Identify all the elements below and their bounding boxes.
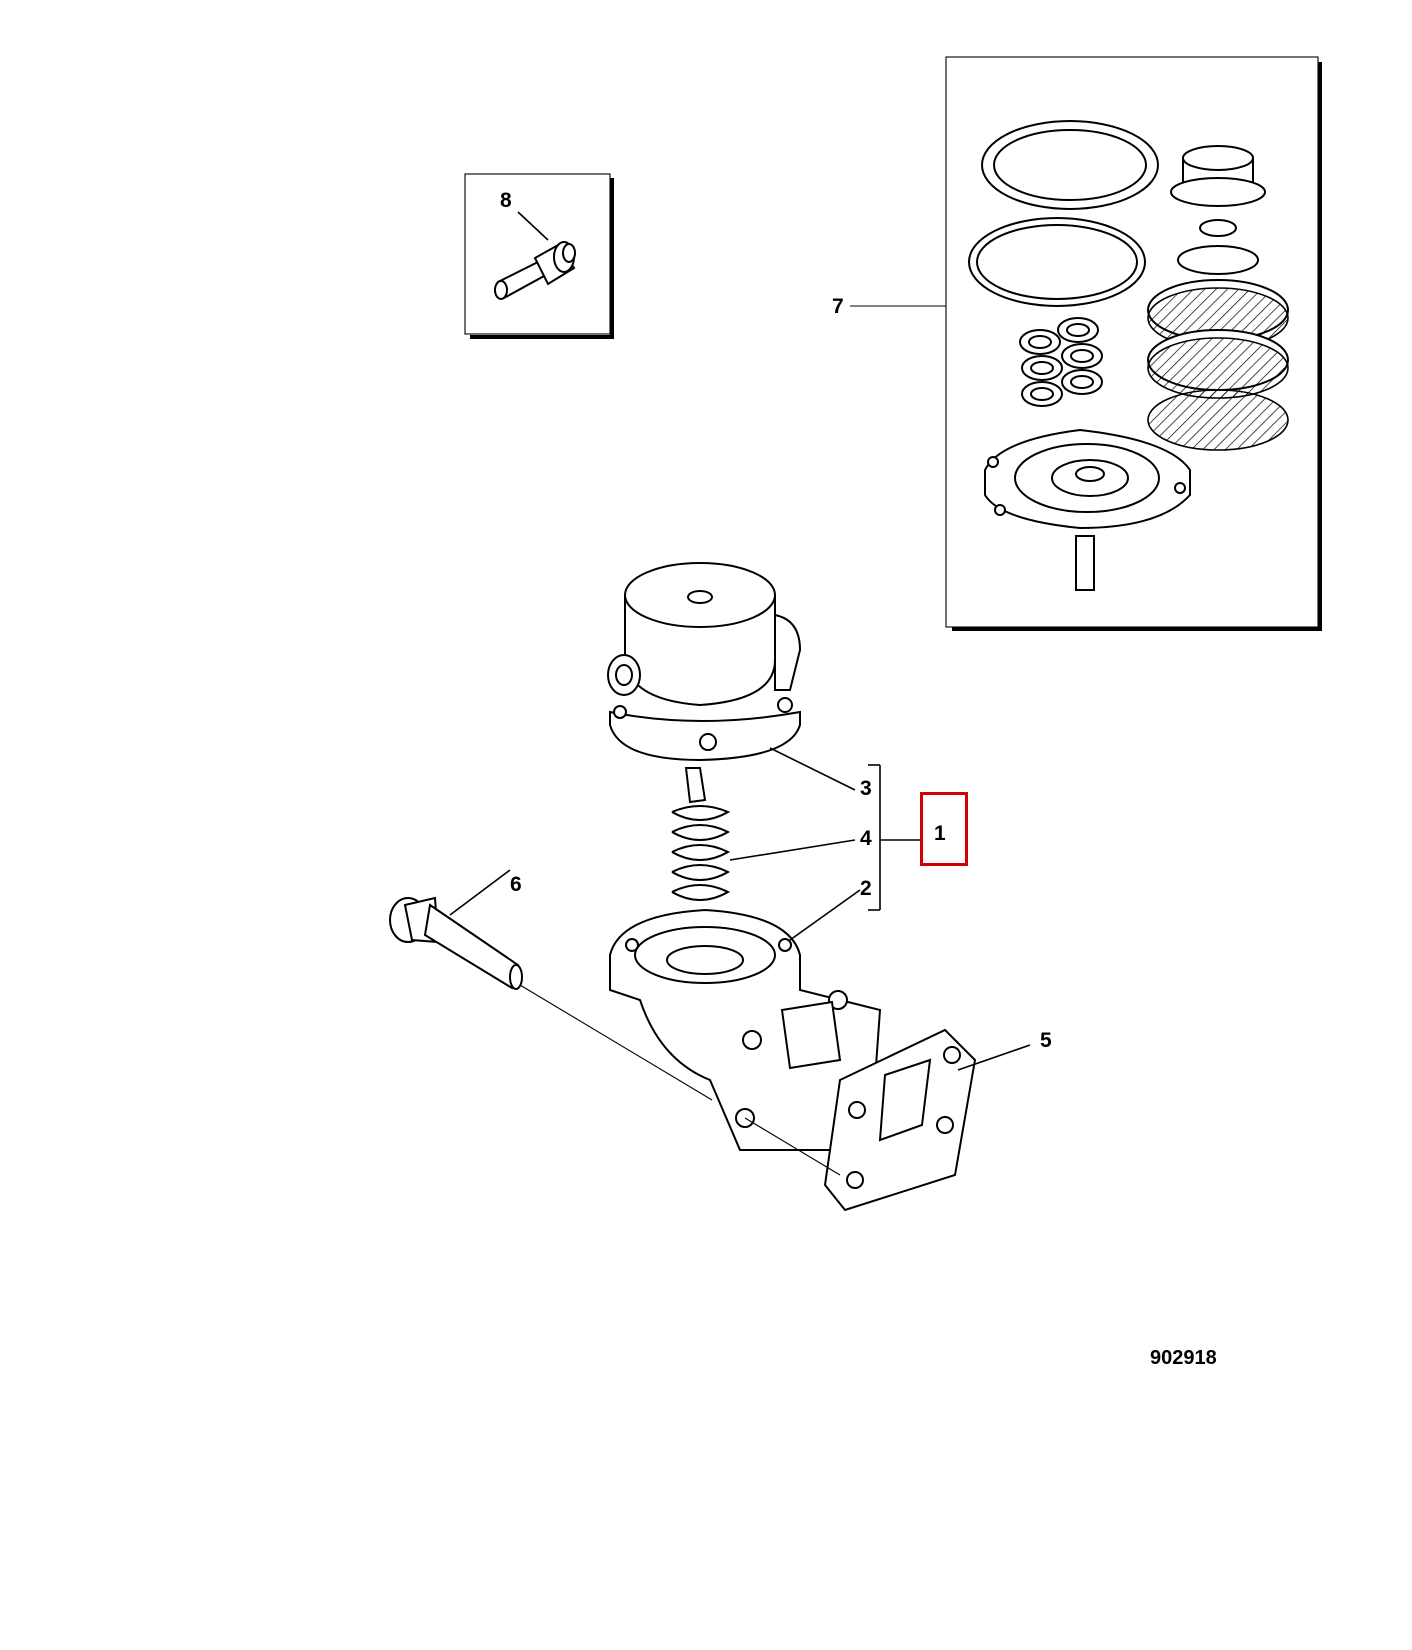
- pump-assembly-drawing: [389, 562, 1031, 1212]
- bolt-8-drawing: [494, 211, 576, 300]
- callout-7: 7: [832, 295, 844, 318]
- highlight-box-item-1: [920, 792, 968, 866]
- callout-6: 6: [510, 873, 522, 896]
- inset-box-item-8: [464, 173, 614, 339]
- callout-1: 1: [934, 822, 946, 845]
- callout-4: 4: [860, 827, 872, 850]
- diagram-reference-number: 902918: [1150, 1347, 1217, 1369]
- callout-5: 5: [1040, 1029, 1052, 1052]
- callout-2: 2: [860, 877, 872, 900]
- callout-3: 3: [860, 777, 872, 800]
- callout-8: 8: [500, 189, 512, 212]
- inset-box-item-7: [850, 56, 1322, 631]
